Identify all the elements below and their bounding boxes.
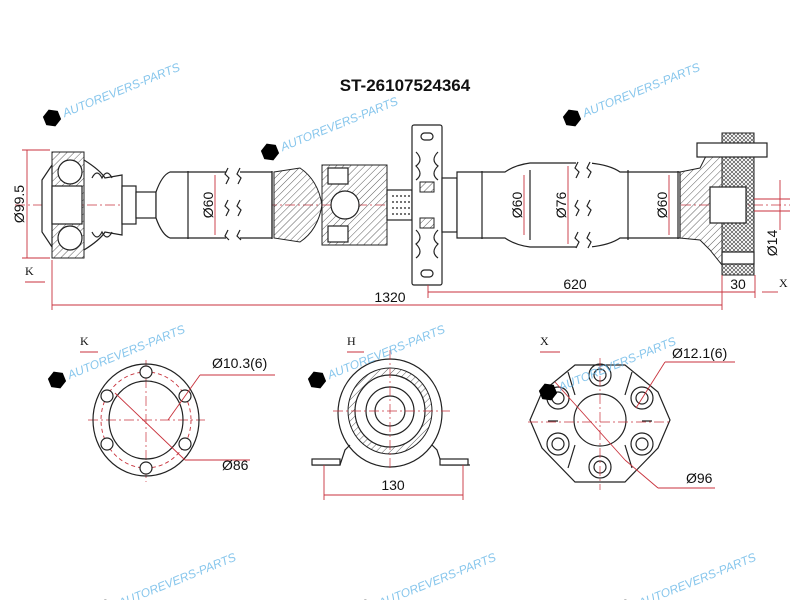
detail-view-x: X Ø12.1(6) Ø96 (528, 334, 735, 490)
detail-view-h: H 130 (311, 334, 470, 500)
dim-flange-diameter: Ø99.5 (11, 185, 27, 223)
dim-rear-tube-2: Ø60 (654, 192, 670, 219)
dim-front-tube: Ø60 (200, 192, 216, 219)
dim-rear-tube-1: Ø60 (509, 192, 525, 219)
svg-text:AUTOREVERS-PARTS: AUTOREVERS-PARTS (278, 94, 400, 154)
svg-text:AUTOREVERS-PARTS: AUTOREVERS-PARTS (60, 60, 182, 120)
dim-x-bolt-circle: Ø96 (686, 470, 713, 486)
detail-view-k: K Ø10.3(6) Ø86 (80, 334, 275, 482)
watermark-logo: AUTOREVERS-PARTS (46, 322, 187, 392)
front-flex-coupling (41, 151, 137, 259)
view-label-k: K (80, 334, 89, 348)
part-number-title: ST-26107524364 (340, 76, 471, 95)
view-marker-k: K (25, 264, 34, 278)
driveshaft-main-view: Ø60 (11, 124, 790, 310)
watermarks: AUTOREVERS-PARTS AUTOREVERS-PARTS AUTORE… (41, 60, 758, 600)
rear-tube: Ø60 Ø76 Ø60 (456, 160, 681, 250)
svg-text:AUTOREVERS-PARTS: AUTOREVERS-PARTS (636, 550, 758, 600)
watermark-logo: AUTOREVERS-PARTS (617, 550, 758, 600)
dim-rear-length: 620 (563, 276, 587, 292)
watermark-logo: AUTOREVERS-PARTS (41, 60, 182, 130)
dim-k-holes: Ø10.3(6) (212, 355, 267, 371)
view-marker-x: X (779, 276, 788, 290)
dim-x-holes: Ø12.1(6) (672, 345, 727, 361)
watermark-logo: AUTOREVERS-PARTS (561, 60, 702, 130)
svg-text:AUTOREVERS-PARTS: AUTOREVERS-PARTS (376, 550, 498, 600)
watermark-logo: AUTOREVERS-PARTS (97, 550, 238, 600)
center-support-bearing (411, 124, 458, 286)
dim-flange-width: 30 (730, 276, 746, 292)
dim-overall-length: 1320 (374, 289, 405, 305)
view-label-h: H (347, 334, 356, 348)
universal-joint (273, 164, 413, 246)
view-label-x: X (540, 334, 549, 348)
front-tube: Ø60 (135, 167, 273, 242)
dim-h-width: 130 (381, 477, 405, 493)
dim-rear-tube-bulge: Ø76 (553, 192, 569, 219)
watermark-logo: AUTOREVERS-PARTS (357, 550, 498, 600)
dim-k-bolt-circle: Ø86 (222, 457, 249, 473)
svg-text:AUTOREVERS-PARTS: AUTOREVERS-PARTS (580, 60, 702, 120)
watermark-logo: AUTOREVERS-PARTS (259, 94, 400, 164)
dim-pilot: Ø14 (764, 230, 780, 257)
svg-text:AUTOREVERS-PARTS: AUTOREVERS-PARTS (116, 550, 238, 600)
rear-flex-coupling: Ø14 (679, 132, 790, 276)
